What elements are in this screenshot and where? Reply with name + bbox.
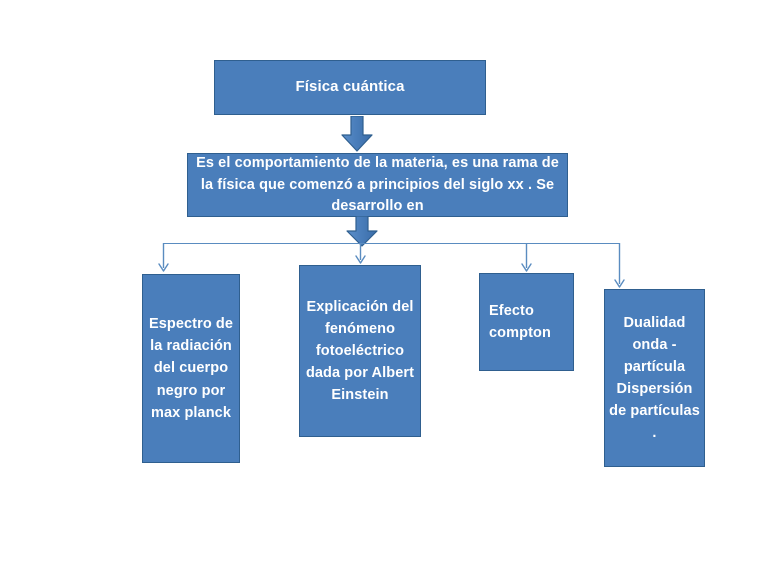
branch-distribution-line xyxy=(163,243,619,244)
branch-arrow-icon-1 xyxy=(157,243,170,280)
node-branch-photoelectric[interactable]: Explicación del fenómeno fotoeléctrico d… xyxy=(299,265,421,437)
down-block-arrow-icon xyxy=(340,115,374,157)
branch-arrow-icon-4 xyxy=(613,243,626,296)
branch-arrow-icon-2 xyxy=(354,243,367,272)
node-branch-duality[interactable]: Dualidad onda - partícula Dispersión de … xyxy=(604,289,705,467)
node-definition[interactable]: Es el comportamiento de la materia, es u… xyxy=(187,153,568,217)
node-title[interactable]: Física cuántica xyxy=(214,60,486,115)
node-branch-compton[interactable]: Efecto compton xyxy=(479,273,574,371)
node-branch-planck[interactable]: Espectro de la radiación del cuerpo negr… xyxy=(142,274,240,463)
branch-arrow-icon-3 xyxy=(520,243,533,280)
down-block-arrow-icon-2 xyxy=(345,215,379,253)
